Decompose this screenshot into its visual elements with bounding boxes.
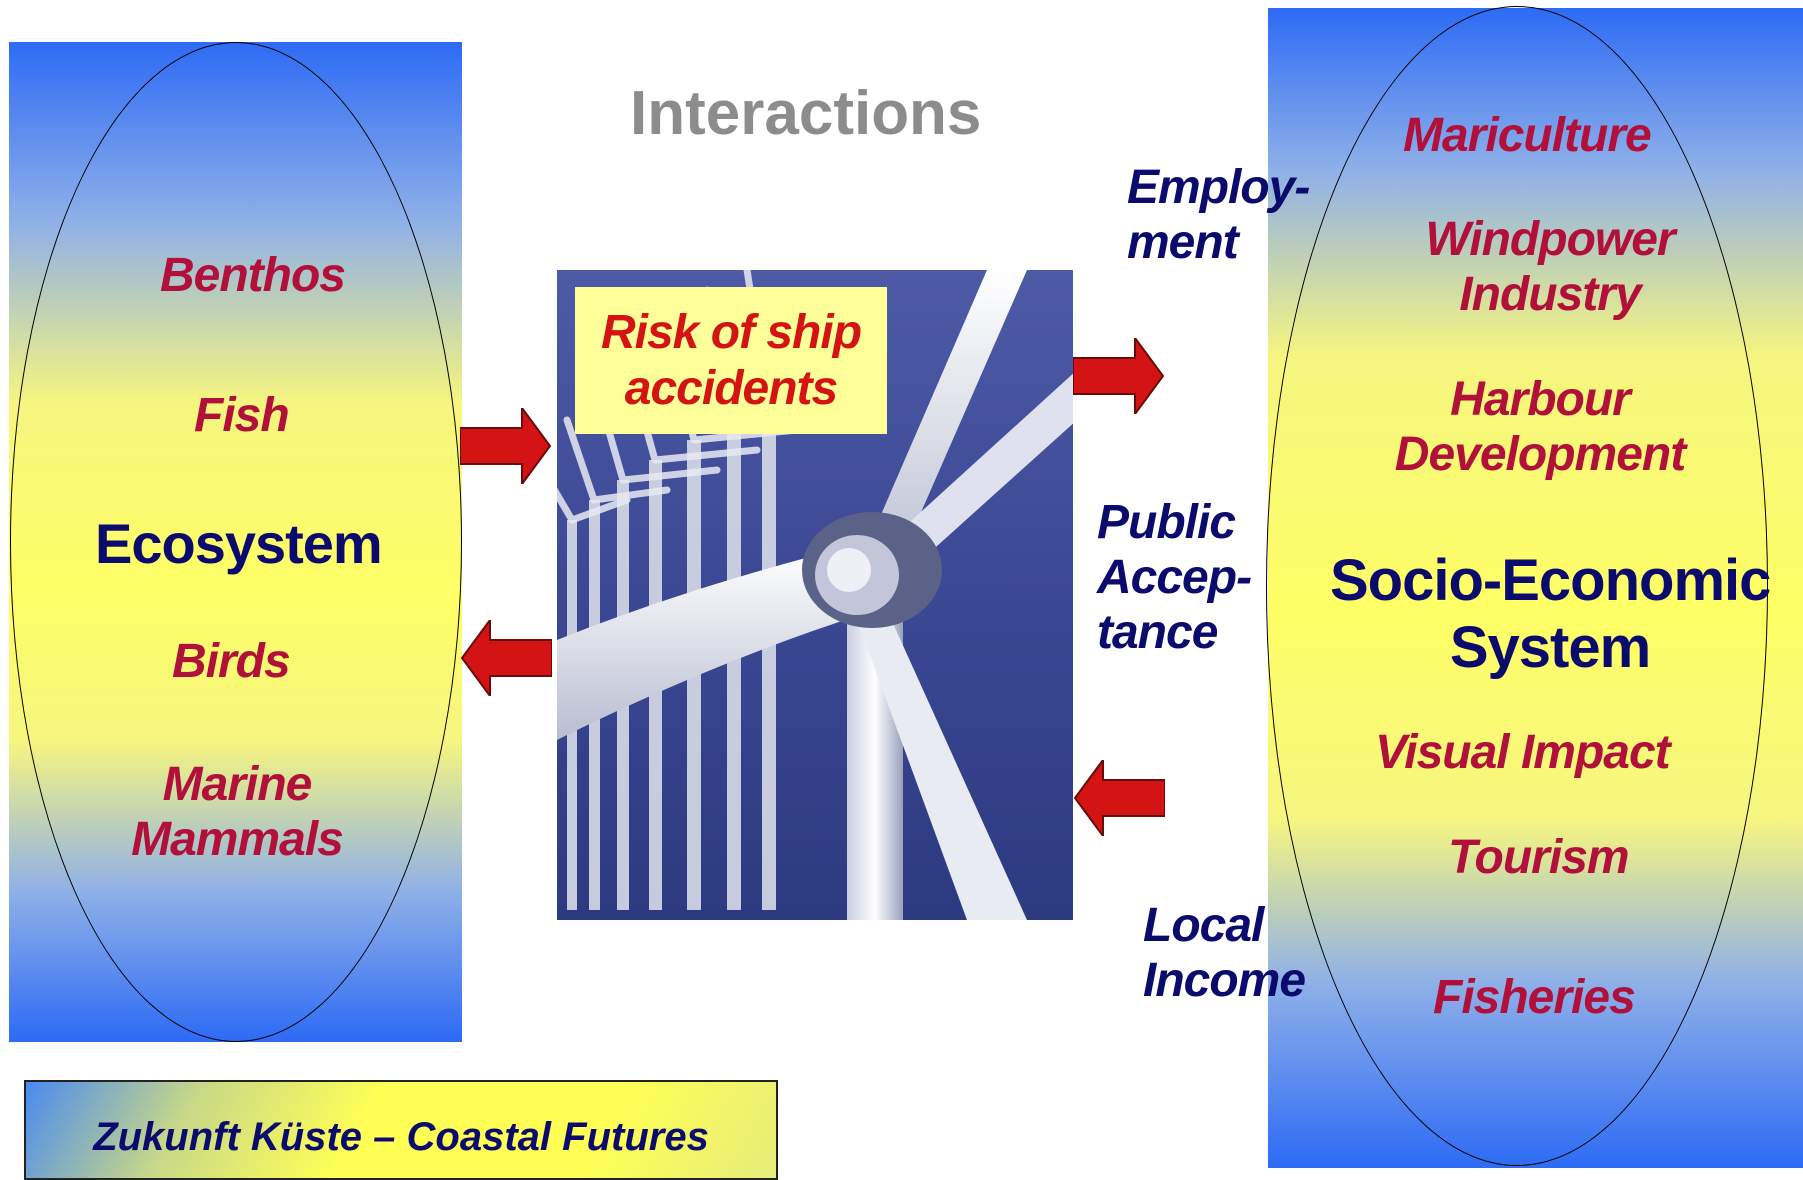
arrow-right-icon [460,408,552,484]
socio-economic-ellipse [1266,6,1768,1166]
arrow-left-icon [460,620,552,696]
risk-of-ship-accidents-label: Risk of ship accidents [600,306,862,415]
ecosystem-item-benthos: Benthos [160,249,346,302]
ecosystem-item-marine-mammals: Marine Mammals [131,758,344,867]
ecosystem-item-fish: Fish [194,389,290,442]
socio-item-visual-impact: Visual Impact [1375,726,1671,779]
risk-label-box: Risk of ship accidents [575,287,887,434]
arrow-left-icon [1073,760,1165,836]
arrow-right-icon [1073,338,1165,414]
socio-item-windpower-industry: Windpower Industry [1425,213,1675,322]
socio-item-fisheries: Fisheries [1433,971,1636,1024]
local-income-label: Local Income [1143,899,1306,1008]
employment-label: Employ- ment [1127,161,1310,270]
footer-box [24,1080,778,1180]
footer-label: Zukunft Küste – Coastal Futures [93,1115,709,1159]
socio-item-harbour-development: Harbour Development [1394,373,1686,482]
ecosystem-ellipse [10,42,462,1042]
socio-economic-heading-line1: Socio-Economic [1330,548,1771,613]
ecosystem-item-birds: Birds [172,635,291,688]
socio-item-mariculture: Mariculture [1403,109,1652,162]
socio-economic-heading-line2: System [1449,614,1651,680]
public-acceptance-label: Public Accep- tance [1097,496,1252,660]
socio-item-tourism: Tourism [1448,831,1630,884]
slide-title: Interactions [630,79,982,148]
socio-economic-heading: Socio-Economic System [1330,548,1771,681]
ecosystem-heading: Ecosystem [95,512,383,575]
